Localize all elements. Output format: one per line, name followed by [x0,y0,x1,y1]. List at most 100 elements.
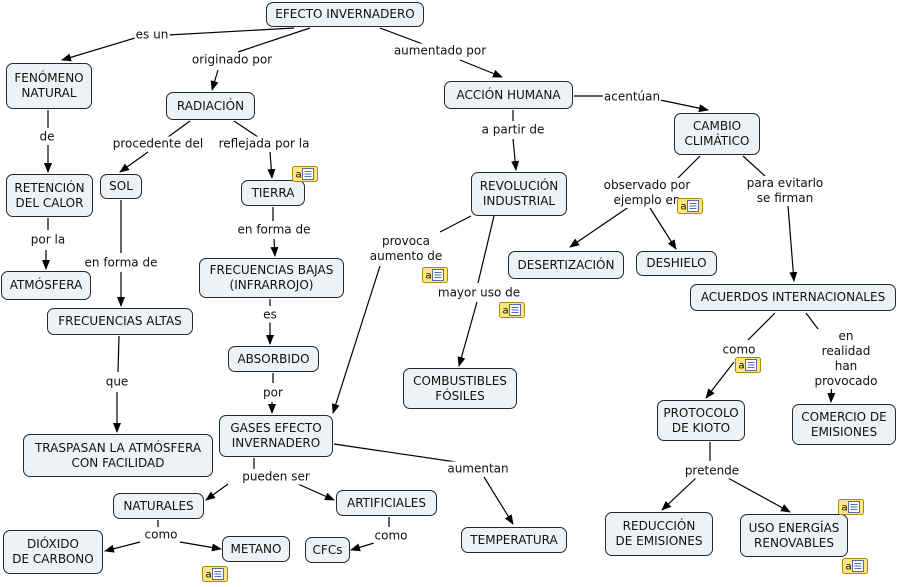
connector-line [237,27,311,53]
connector-arrow [705,361,735,399]
node-cambio-climatico[interactable]: CAMBIO CLIMÁTICO [674,113,760,155]
link-label-es: es [262,307,278,323]
connector-line [477,215,495,284]
connector-line [167,120,191,138]
connector-line [117,335,120,373]
link-label-de: de [38,129,56,145]
svg-text:a: a [426,271,432,282]
attached-document-icon[interactable]: a [677,198,704,215]
link-label-que: que [104,374,130,390]
node-dioxido-carbono[interactable]: DIÓXIDO DE CARBONO [3,530,103,574]
connector-arrow [483,476,514,525]
link-label-en-forma-de-2: en forma de [236,222,312,238]
node-comercio-emisiones[interactable]: COMERCIO DE EMISIONES [792,404,896,445]
link-label-pretende: pretende [683,463,741,479]
connector-arrow [61,37,136,62]
connector-line [379,27,429,47]
node-radiacion[interactable]: RADIACIÓN [166,92,255,120]
attached-document-icon[interactable]: a [202,566,229,583]
link-label-por-la: por la [29,232,67,248]
attached-document-icon[interactable]: a [735,357,762,374]
link-label-en-forma-de-1: en forma de [83,255,159,271]
node-uso-energias-renovables[interactable]: USO ENERGÍAS RENOVABLES [740,514,848,557]
attached-document-icon[interactable]: a [842,558,869,575]
node-atmosfera[interactable]: ATMÓSFERA [1,271,91,300]
node-revolucion-industrial[interactable]: REVOLUCIÓN INDUSTRIAL [471,172,567,216]
node-reduccion-emisiones[interactable]: REDUCCIÓN DE EMISIONES [605,512,713,556]
node-protocolo-kioto[interactable]: PROTOCOLO DE KIOTO [657,400,745,441]
connector-arrow [104,541,141,553]
link-label-mayor-uso: mayor uso de [436,285,522,301]
connector-arrow [270,238,279,257]
node-tierra[interactable]: TIERRA [241,180,305,206]
link-label-como-3: como [373,528,409,544]
connector-line [742,155,766,177]
connector-arrow [787,205,798,282]
node-sol[interactable]: SOL [100,174,142,199]
node-frecuencias-altas[interactable]: FRECUENCIAS ALTAS [47,308,193,335]
connector-line [439,215,472,233]
connector-arrow [659,99,709,113]
node-gases-efecto-invernadero[interactable]: GASES EFECTO INVERNADERO [219,415,333,457]
attached-document-icon[interactable]: a [292,166,319,183]
link-label-originado-por: originado por [190,52,274,68]
node-acuerdos-internacionales[interactable]: ACUERDOS INTERNACIONALES [690,284,896,311]
svg-text:a: a [739,361,745,372]
attached-document-icon[interactable]: a [838,499,865,516]
link-label-aumentado-por: aumentado por [392,43,488,59]
node-metano[interactable]: METANO [222,536,290,562]
connector-arrow [649,207,677,250]
link-label-como-2: como [143,527,179,543]
connector-arrow [511,138,520,171]
node-artificiales[interactable]: ARTIFICIALES [336,490,437,516]
connector-line [149,27,295,37]
connector-line [233,120,259,138]
connector-arrow [331,265,381,414]
node-fenomeno-natural[interactable]: FENÓMENO NATURAL [6,63,92,109]
node-absorbido[interactable]: ABSORBIDO [228,346,319,372]
node-desertizacion[interactable]: DESERTIZACIÓN [508,251,624,279]
svg-text:a: a [503,306,509,317]
node-combustibles-fosiles[interactable]: COMBUSTIBLES FÓSILES [403,368,517,409]
svg-text:a: a [846,562,852,573]
connector-arrow [297,483,335,501]
node-retencion-calor[interactable]: RETENCIÓN DEL CALOR [6,174,93,217]
node-frecuencias-bajas[interactable]: FRECUENCIAS BAJAS (INFRARROJO) [199,258,344,298]
link-label-procedente-del: procedente del [111,136,205,152]
connector-arrow [350,542,375,552]
connector-line [747,312,776,341]
connector-arrow [457,301,478,367]
link-label-provoca: provoca aumento de [368,234,444,264]
link-label-pueden-ser: pueden ser [241,469,311,485]
svg-text:a: a [296,170,302,181]
link-label-acentuan: acentúan [602,89,662,105]
link-label-por: por [262,385,284,401]
node-cfcs[interactable]: CFCs [305,537,350,563]
connector-line [333,443,457,463]
link-label-es-un: es un [134,27,170,43]
node-efecto-invernadero[interactable]: EFECTO INVERNADERO [266,2,424,27]
svg-text:a: a [206,570,212,581]
connector-arrow [179,541,222,552]
connector-line [677,155,701,179]
attached-document-icon[interactable]: a [422,267,449,284]
node-naturales[interactable]: NATURALES [113,493,204,519]
link-label-observado-por: observado por ejemplo en [602,178,692,208]
node-accion-humana[interactable]: ACCIÓN HUMANA [444,81,573,109]
node-deshielo[interactable]: DESHIELO [636,251,717,276]
link-label-aumentan: aumentan [446,461,510,477]
link-label-como-1: como [721,342,757,358]
connector-arrow [205,483,229,501]
svg-text:a: a [842,503,848,514]
link-label-reflejada-por-la: reflejada por la [217,136,311,152]
node-traspasan[interactable]: TRASPASAN LA ATMÓSFERA CON FACILIDAD [23,434,213,477]
link-label-en-realidad: en realidad han provocado [813,329,879,389]
connector-arrow [727,477,791,513]
link-label-a-partir-de: a partir de [480,122,546,138]
node-temperatura[interactable]: TEMPERATURA [461,527,567,553]
attached-document-icon[interactable]: a [499,302,526,319]
link-label-para-evitarlo: para evitarlo se firman [745,176,825,206]
connector-arrow [119,151,149,173]
svg-text:a: a [681,202,687,213]
